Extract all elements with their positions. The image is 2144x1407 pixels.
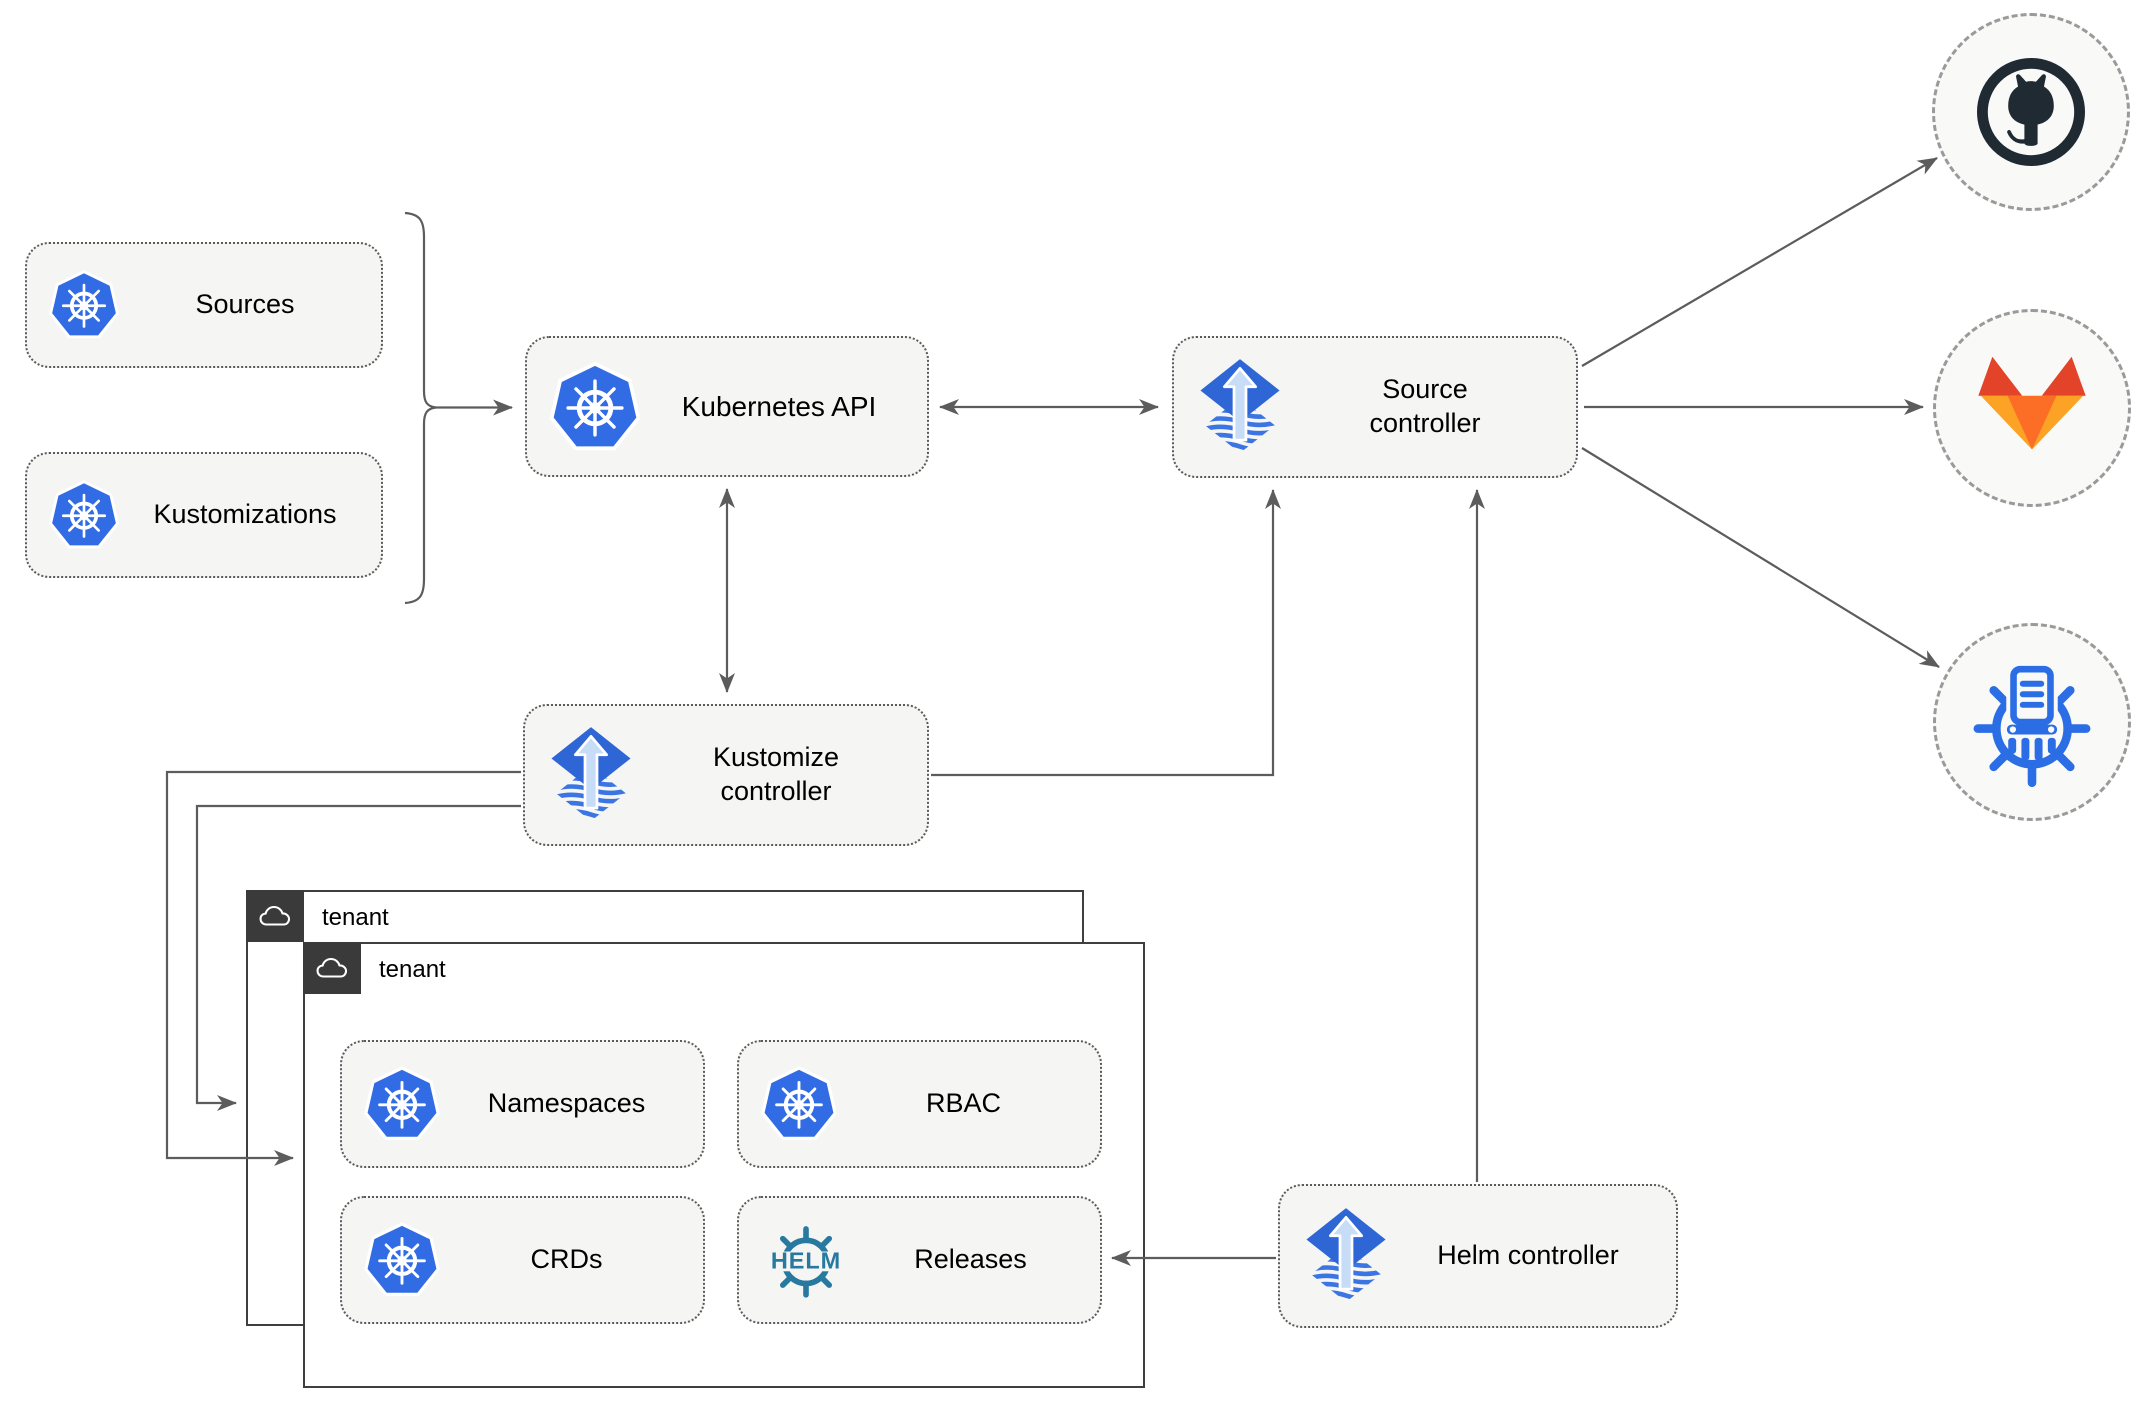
- kubernetes-icon: [362, 1064, 442, 1144]
- releases-node: Releases: [737, 1196, 1102, 1324]
- edge-source-to-chartmuseum: [1581, 447, 1940, 668]
- kubernetes-icon: [759, 1064, 839, 1144]
- tenant-tab: [245, 889, 304, 942]
- github-icon: [1971, 52, 2091, 172]
- node-label: Kubernetes API: [681, 391, 877, 422]
- gitlab-node: [1933, 309, 2131, 507]
- kubernetes-icon: [362, 1220, 442, 1300]
- github-node: [1932, 13, 2130, 211]
- helm-icon: [759, 1213, 853, 1307]
- edge-kustomize-to-source: [931, 489, 1281, 777]
- kustomize-controller-node: Kustomize controller: [523, 704, 929, 846]
- helm-controller-node: Helm controller: [1278, 1184, 1678, 1328]
- source-controller-node: Source controller: [1172, 336, 1578, 478]
- node-label: Source controller: [1369, 374, 1481, 438]
- edge-source-to-github: [1581, 157, 1938, 367]
- cloud-icon: [258, 904, 292, 928]
- node-label: RBAC: [925, 1088, 1001, 1119]
- crds-node: CRDs: [340, 1196, 705, 1324]
- node-label: Kustomizations: [153, 499, 337, 530]
- flux-icon: [545, 727, 637, 823]
- tenant-label: tenant: [322, 904, 389, 931]
- kubernetes-icon: [47, 268, 121, 342]
- node-label: Kustomize controller: [712, 742, 840, 806]
- namespaces-node: Namespaces: [340, 1040, 705, 1168]
- node-label: Helm controller: [1437, 1240, 1619, 1271]
- brace-sources-group: [404, 211, 437, 605]
- sources-node: Sources: [25, 242, 383, 368]
- chartmuseum-icon: [1966, 656, 2098, 788]
- kubernetes-api-node: Kubernetes API: [525, 336, 929, 477]
- node-label: CRDs: [530, 1244, 603, 1275]
- kubernetes-icon: [47, 478, 121, 552]
- tenant-label: tenant: [379, 956, 446, 983]
- gitlab-icon: [1971, 347, 2093, 469]
- kustomizations-node: Kustomizations: [25, 452, 383, 578]
- kubernetes-icon: [547, 359, 643, 455]
- node-label: Namespaces: [487, 1088, 646, 1119]
- rbac-node: RBAC: [737, 1040, 1102, 1168]
- chart-repository-node: [1933, 623, 2131, 821]
- tenant-tab: [302, 941, 361, 994]
- cloud-icon: [315, 956, 349, 980]
- node-label: Releases: [914, 1244, 1027, 1275]
- node-label: Sources: [195, 289, 295, 320]
- flux-icon: [1194, 359, 1286, 455]
- flux-icon: [1300, 1208, 1392, 1304]
